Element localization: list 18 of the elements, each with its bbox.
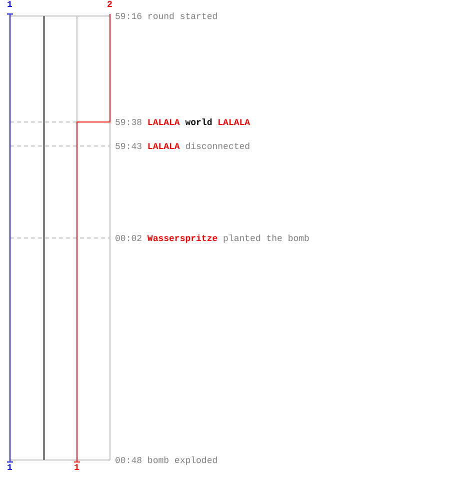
player-name: LALALA: [147, 142, 180, 152]
player-name: Wasserspritze: [147, 234, 218, 244]
timestamp: 59:38: [115, 118, 142, 128]
event-text: round started: [147, 12, 218, 22]
timestamp: 59:43: [115, 142, 142, 152]
timestamp: 00:48: [115, 456, 142, 466]
timestamp: 00:02: [115, 234, 142, 244]
player-name: LALALA: [218, 118, 250, 128]
lane-number: 1: [7, 0, 12, 10]
timestamp: 59:16: [115, 12, 142, 22]
event-text: planted the bomb: [223, 234, 310, 244]
lane-number: 1: [7, 463, 12, 473]
player-name: LALALA: [147, 118, 180, 128]
event-text: world: [185, 118, 212, 128]
lane-number: 1: [74, 463, 80, 473]
event-text: bomb exploded: [147, 456, 218, 466]
event-text: disconnected: [185, 142, 250, 152]
lane-number: 2: [107, 0, 112, 10]
